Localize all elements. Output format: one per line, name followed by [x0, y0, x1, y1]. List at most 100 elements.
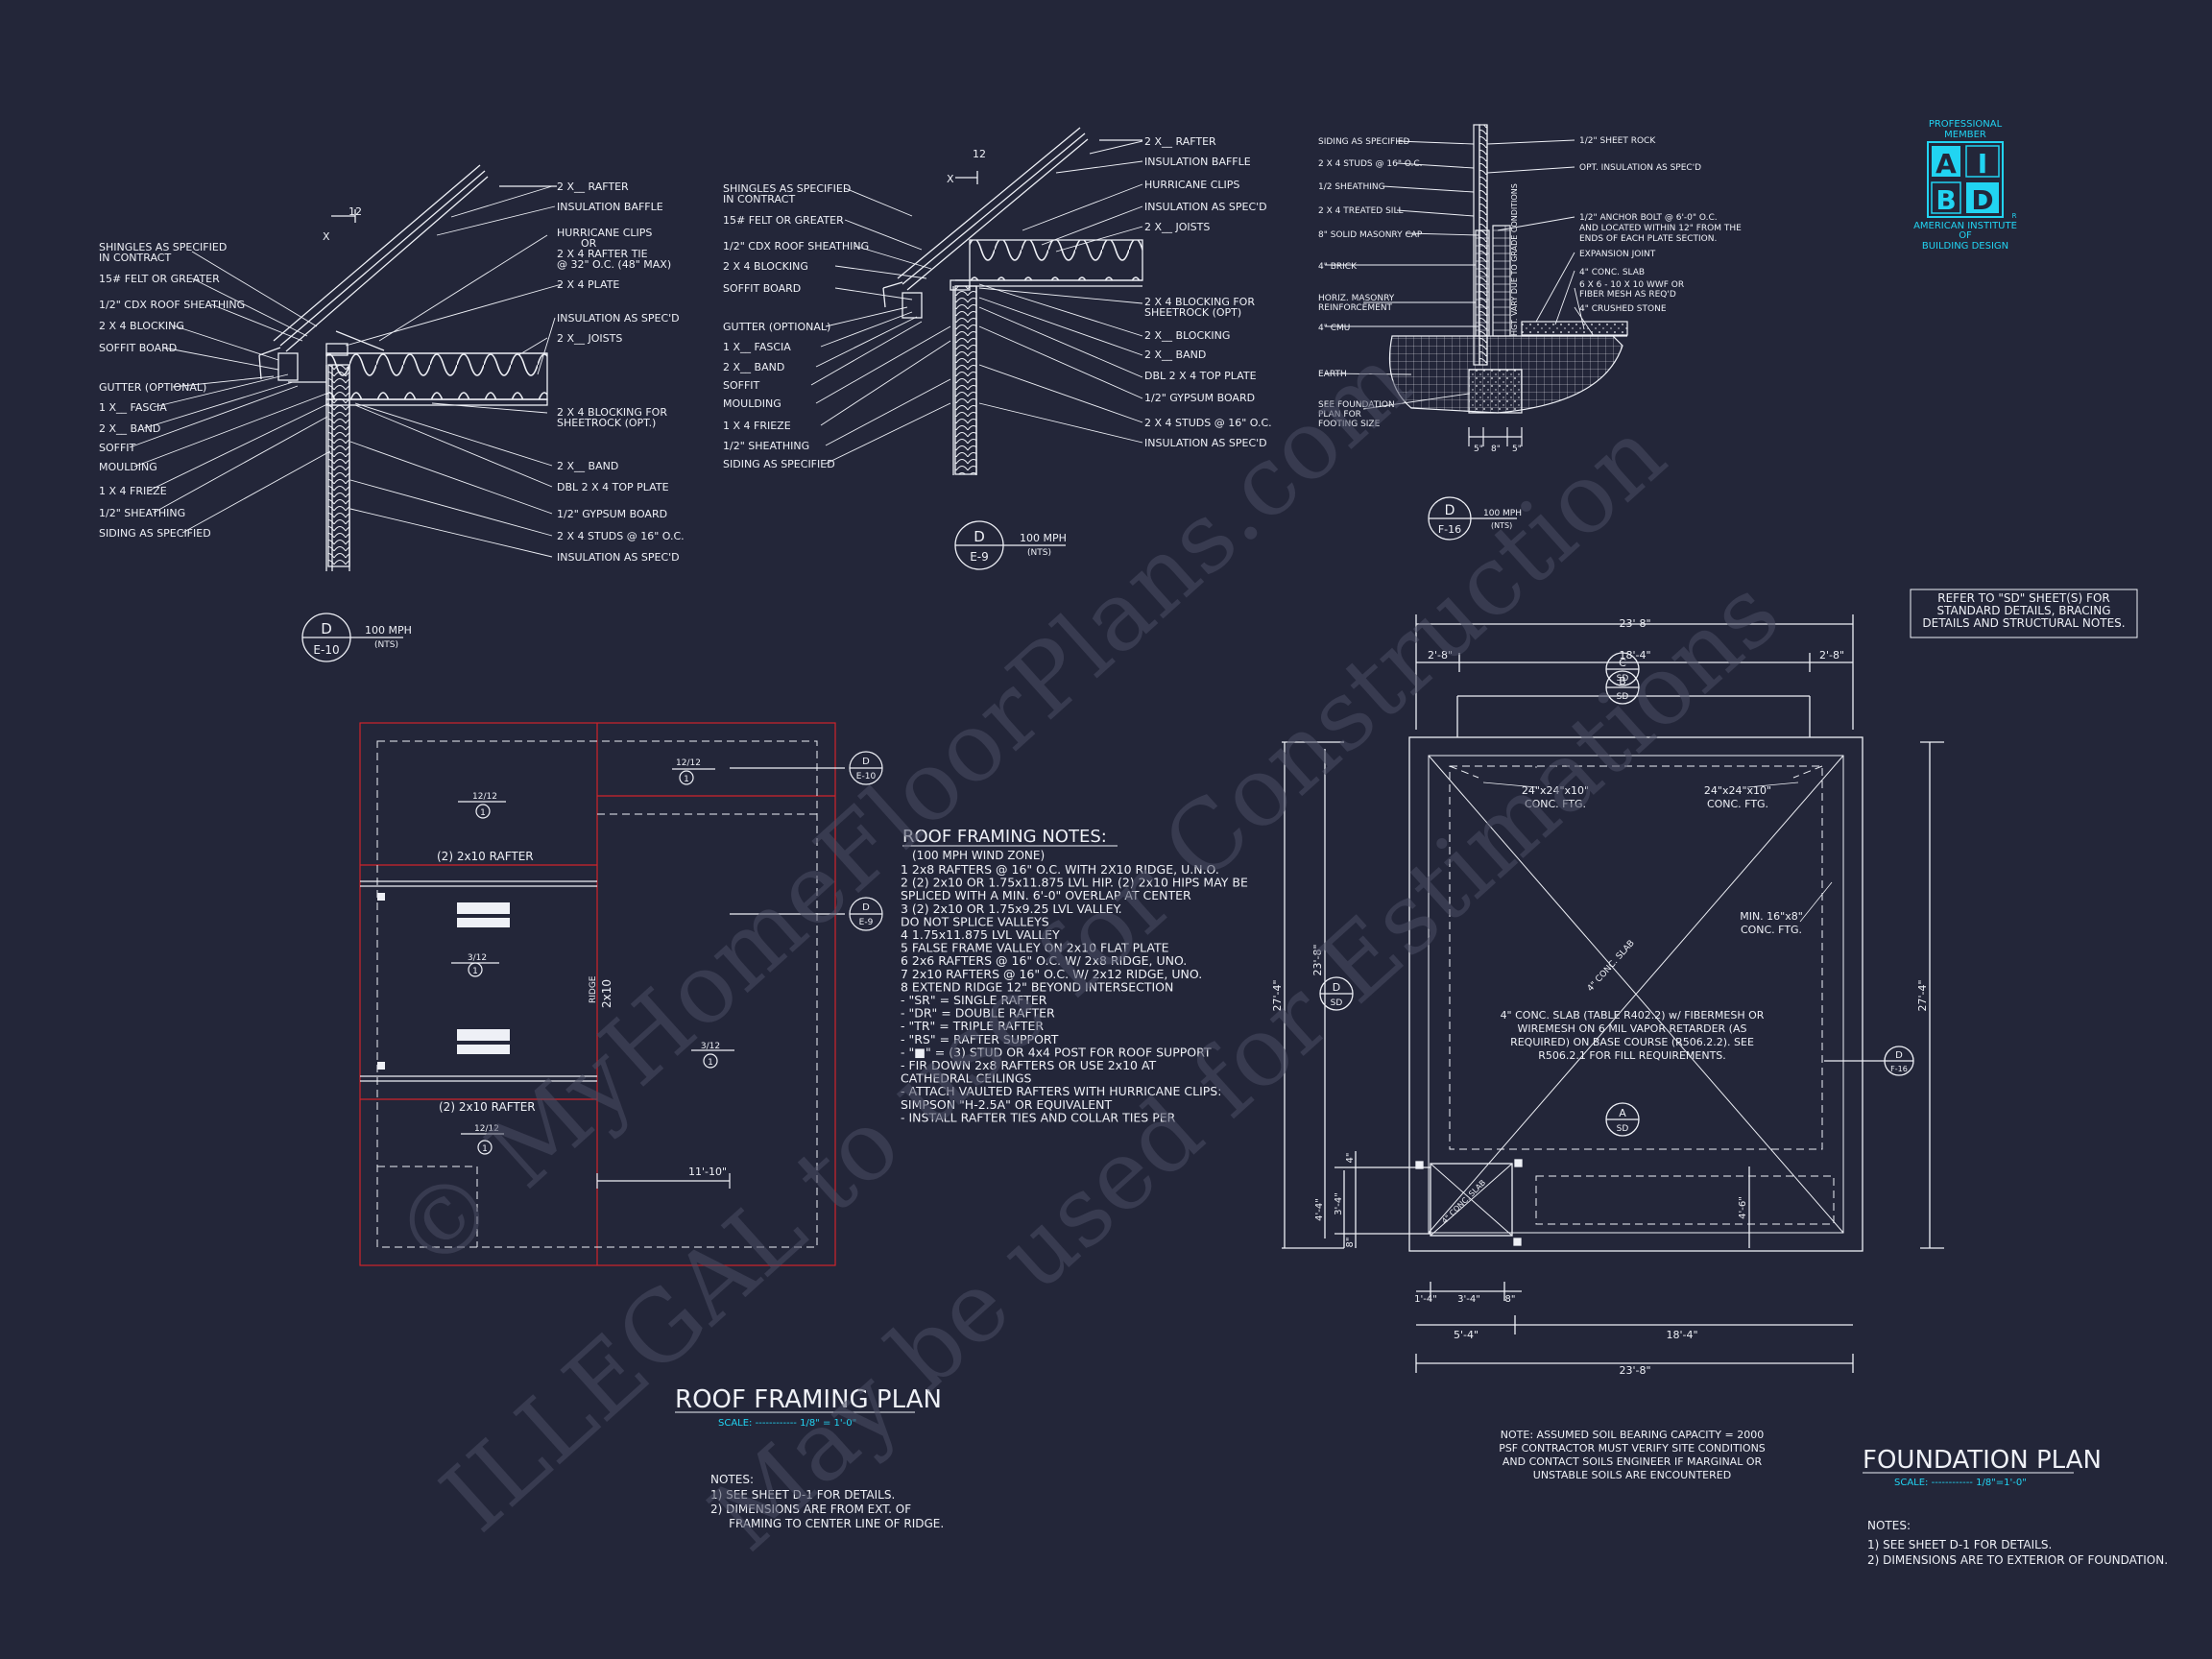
dim-label: 18'-4" — [1666, 1329, 1697, 1341]
d2-label: 2 X 4 STUDS @ 16" O.C. — [1144, 417, 1272, 429]
framing-notes-sub: (100 MPH WIND ZONE) — [912, 849, 1045, 862]
slab-diag-label: 4" CONC. SLAB — [1586, 939, 1637, 994]
tag-top: A — [1619, 1107, 1626, 1119]
rafter-label: (2) 2x10 RAFTER — [439, 1100, 536, 1114]
dim-label: 3'-4" — [1457, 1294, 1480, 1305]
logo-line: AMERICAN INSTITUTE — [1913, 221, 2017, 231]
d3-label: ENDS OF EACH PLATE SECTION. — [1579, 234, 1717, 244]
d1-label: SHINGLES AS SPECIFIED — [99, 241, 227, 253]
roof-note: 2) DIMENSIONS ARE FROM EXT. OF — [710, 1503, 911, 1516]
d1-label: 1 X__ FASCIA — [99, 401, 167, 414]
d1-label: 1/2" GYPSUM BOARD — [557, 508, 667, 520]
logo-letter: A — [1936, 148, 1957, 180]
d1-label: 2 X__ JOISTS — [557, 332, 622, 345]
d2-label: SHEETROCK (OPT) — [1144, 306, 1241, 319]
watermark-line: ILLEGAL to use for Construction — [421, 397, 1687, 1553]
footing-label: CONC. FTG. — [1525, 798, 1586, 810]
framing-note-line: - "TR" = TRIPLE RAFTER — [901, 1019, 1044, 1033]
d2-label: 1/2" CDX ROOF SHEATHING — [723, 240, 869, 252]
ridge-size: 2x10 — [600, 979, 613, 1008]
d2-tag-top: D — [974, 528, 985, 545]
roof-tag-top: D — [862, 902, 870, 913]
roof-note: FRAMING TO CENTER LINE OF RIDGE. — [710, 1517, 944, 1530]
d3-label: HORIZ. MASONRY — [1318, 294, 1395, 303]
logo-letter: I — [1978, 148, 1987, 180]
slab-note: WIREMESH ON 6 MIL VAPOR RETARDER (AS — [1518, 1022, 1747, 1035]
logo-top: MEMBER — [1944, 130, 1986, 140]
d2-label: 1/2" SHEATHING — [723, 440, 809, 452]
eave-detail-e9-labels: SHINGLES AS SPECIFIED IN CONTRACT 15# FE… — [723, 135, 1272, 564]
foundation-notes-heading: NOTES: — [1867, 1519, 1911, 1532]
pitch-label: 3/12 — [701, 1042, 720, 1051]
logo-line: BUILDING DESIGN — [1922, 241, 2008, 252]
d1-label: SHEETROCK (OPT.) — [557, 417, 656, 429]
d1-label: SIDING AS SPECIFIED — [99, 527, 211, 540]
wall-section-f16 — [1324, 124, 1628, 541]
d2-label: 2 X__ BAND — [723, 361, 784, 373]
tag-bottom: SD — [1331, 998, 1343, 1008]
framing-note-line: 3 (2) 2x10 OR 1.75x9.25 LVL VALLEY. — [901, 902, 1122, 916]
framing-note-line: - INSTALL RAFTER TIES AND COLLAR TIES PE… — [901, 1110, 1176, 1124]
framing-note-line: DO NOT SPLICE VALLEYS — [901, 914, 1049, 928]
d3-label: 4" BRICK — [1318, 262, 1358, 272]
framing-note-line: 5 FALSE FRAME VALLEY ON 2x10 FLAT PLATE — [901, 941, 1169, 955]
d2-label: DBL 2 X 4 TOP PLATE — [1144, 370, 1257, 382]
rafter-label: (2) 2x10 RAFTER — [437, 850, 534, 863]
framing-note-line: 8 EXTEND RIDGE 12" BEYOND INTERSECTION — [901, 979, 1173, 994]
d3-dim: 5" — [1512, 445, 1522, 454]
d2-label: 2 X 4 BLOCKING FOR — [1144, 296, 1255, 308]
bearing-note: AND CONTACT SOILS ENGINEER IF MARGINAL O… — [1503, 1455, 1763, 1468]
d2-label: 2 X 4 BLOCKING — [723, 260, 808, 273]
d1-pitch: X — [323, 230, 330, 243]
note-num: 1 — [482, 1144, 488, 1154]
d2-label: 1 X 4 FRIEZE — [723, 420, 791, 432]
framing-note-line: - "■" = (3) STUD OR 4x4 POST FOR ROOF SU… — [901, 1045, 1212, 1059]
dim-label: 8" — [1505, 1294, 1516, 1305]
eave-detail-e10-labels: SHINGLES AS SPECIFIED IN CONTRACT 15# FE… — [99, 180, 685, 657]
tag-top: C — [1619, 657, 1626, 669]
roof-plan-labels: (2) 2x10 RAFTER (2) 2x10 RAFTER RIDGE 2x… — [437, 757, 944, 1530]
d2-label: 2 X__ RAFTER — [1144, 135, 1216, 148]
roof-tag-bottom: E-10 — [856, 772, 877, 781]
d1-label: 2 X 4 BLOCKING FOR — [557, 406, 667, 419]
footing-label: 24"x24"x10" — [1522, 784, 1589, 797]
d1-label: INSULATION AS SPEC'D — [557, 551, 680, 564]
d3-label: REINFORCEMENT — [1318, 303, 1393, 313]
eave-detail-e9 — [810, 127, 1143, 570]
d1-label: 1/2" SHEATHING — [99, 507, 185, 519]
d3-label: AND LOCATED WITHIN 12" FROM THE — [1579, 224, 1742, 233]
d2-tag-bottom: E-9 — [970, 550, 989, 564]
d2-pitch: X — [947, 173, 954, 185]
dim-label: 23'-8" — [1619, 617, 1650, 630]
d1-label: MOULDING — [99, 461, 157, 473]
dim-label: 27'-4" — [1916, 979, 1929, 1011]
d2-label: INSULATION AS SPEC'D — [1144, 437, 1267, 449]
dim-label: 8" — [1345, 1238, 1356, 1248]
d1-label: SOFFIT BOARD — [99, 342, 177, 354]
dim-label: 4" — [1345, 1153, 1356, 1164]
dim-label: 27'-4" — [1271, 979, 1284, 1011]
tag-bottom: SD — [1617, 674, 1629, 684]
d1-tag-bottom: E-10 — [313, 643, 339, 657]
d3-label: 2 X 4 STUDS @ 16" O.C. — [1318, 159, 1423, 169]
refer-line: REFER TO "SD" SHEET(S) FOR — [1937, 591, 2109, 605]
dim-label: 2'-8" — [1819, 649, 1844, 661]
d1-label: GUTTER (OPTIONAL) — [99, 381, 206, 394]
d3-label: FIBER MESH AS REQ'D — [1579, 290, 1676, 300]
d1-label: 2 X 4 STUDS @ 16" O.C. — [557, 530, 685, 542]
bearing-note: PSF CONTRACTOR MUST VERIFY SITE CONDITIO… — [1499, 1442, 1766, 1455]
d2-wind: 100 MPH — [1020, 532, 1067, 544]
d2-label: SIDING AS SPECIFIED — [723, 458, 835, 470]
d3-label: 1/2 SHEATHING — [1318, 182, 1385, 192]
d3-label: 2 X 4 TREATED SILL — [1318, 206, 1403, 216]
foundation-note: 2) DIMENSIONS ARE TO EXTERIOR OF FOUNDAT… — [1867, 1553, 2168, 1567]
roof-framing-plan — [359, 722, 883, 1266]
tag-bottom: SD — [1617, 1124, 1629, 1134]
refer-line: STANDARD DETAILS, BRACING — [1936, 604, 2110, 617]
d1-label: OR — [581, 237, 597, 250]
d2-label: 1 X__ FASCIA — [723, 341, 791, 353]
d1-slope: 12 — [349, 205, 362, 218]
pitch-label: 12/12 — [474, 1124, 499, 1134]
dim-label: 4'-6" — [1738, 1196, 1748, 1219]
d2-label: 2 X__ JOISTS — [1144, 221, 1210, 233]
